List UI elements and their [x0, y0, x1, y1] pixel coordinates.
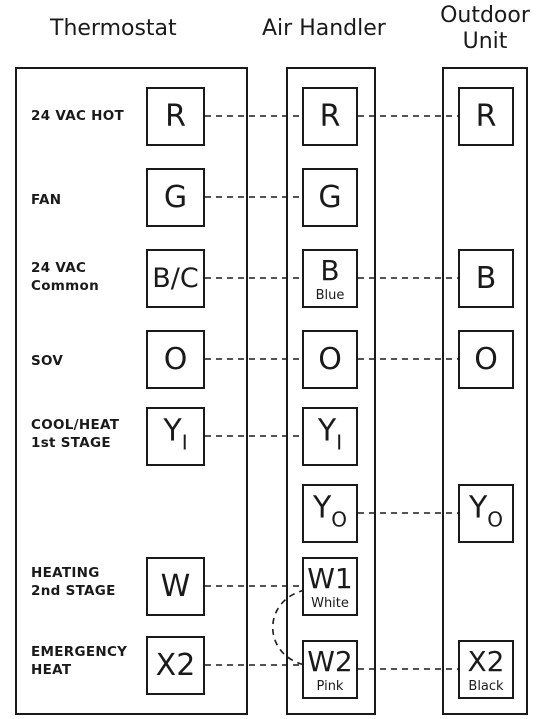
thermostat-terminal-o-label: O: [163, 341, 188, 377]
outdoor-terminal-b-label: B: [475, 260, 497, 296]
outdoor-terminal-yo-label: YO: [460, 491, 512, 536]
outdoor-terminal-x2-color: Black: [468, 679, 504, 694]
label-emergency-line2: HEAT: [31, 662, 72, 678]
outdoor-header-line2: Unit: [462, 29, 508, 54]
outdoor-header-line1: Outdoor: [440, 3, 530, 28]
thermostat-terminal-r-label: R: [165, 98, 186, 134]
air-handler-terminal-w2-color: Pink: [316, 679, 344, 694]
air-handler-terminal-yi: YI: [302, 407, 358, 466]
air-handler-terminal-r-label: R: [319, 98, 341, 134]
air-handler-terminal-o: O: [302, 330, 358, 389]
outdoor-terminal-o-label: O: [474, 341, 498, 377]
air-handler-terminal-w1-label: W1: [307, 562, 353, 595]
label-emergency-line1: EMERGENCY: [31, 644, 128, 660]
label-cool-heat-line2: 1st STAGE: [31, 435, 111, 451]
label-fan: FAN: [31, 192, 62, 208]
air-handler-panel: [286, 67, 376, 715]
outdoor-terminal-r-label: R: [475, 98, 497, 134]
label-emergency-heat: EMERGENCY HEAT: [31, 643, 127, 679]
thermostat-terminal-w: W: [146, 557, 205, 616]
label-heating-2nd-stage: HEATING 2nd STAGE: [31, 564, 116, 600]
air-handler-terminal-b-label: B: [320, 254, 340, 287]
thermostat-terminal-bc: B/C: [146, 249, 205, 308]
thermostat-yi-sub: I: [181, 430, 188, 454]
thermostat-terminal-o: O: [146, 330, 205, 389]
label-24vac-common-line1: 24 VAC: [31, 260, 87, 276]
outdoor-unit-header: Outdoor Unit: [432, 3, 538, 55]
label-heating-line2: 2nd STAGE: [31, 583, 116, 599]
thermostat-terminal-yi-label: YI: [148, 414, 203, 459]
thermostat-terminal-bc-label: B/C: [152, 262, 199, 294]
thermostat-terminal-g: G: [146, 168, 205, 227]
thermostat-panel: [15, 67, 248, 715]
air-handler-yo-sub: O: [331, 507, 348, 531]
outdoor-unit-panel: [442, 67, 528, 715]
outdoor-terminal-b: B: [458, 249, 514, 308]
thermostat-terminal-g-label: G: [163, 179, 188, 215]
air-handler-terminal-w2: W2 Pink: [302, 640, 358, 699]
outdoor-yo-sub: O: [487, 507, 504, 531]
air-handler-terminal-b: B Blue: [302, 249, 358, 308]
air-handler-yi-sub: I: [336, 430, 343, 454]
label-heating-line1: HEATING: [31, 565, 100, 581]
air-handler-terminal-yi-label: YI: [304, 414, 356, 459]
label-24vac-common: 24 VAC Common: [31, 259, 99, 295]
label-24vac-common-line2: Common: [31, 278, 100, 294]
air-handler-terminal-b-color: Blue: [315, 288, 345, 303]
thermostat-terminal-yi: YI: [146, 407, 205, 466]
outdoor-terminal-r: R: [458, 87, 514, 146]
air-handler-terminal-g: G: [302, 168, 358, 227]
outdoor-terminal-x2-label: X2: [467, 645, 505, 678]
thermostat-terminal-x2-label: X2: [155, 647, 196, 683]
air-handler-terminal-w2-label: W2: [307, 645, 353, 678]
air-handler-terminal-o-label: O: [318, 341, 342, 377]
air-handler-terminal-r: R: [302, 87, 358, 146]
outdoor-terminal-x2: X2 Black: [458, 640, 514, 699]
thermostat-terminal-w-label: W: [160, 568, 191, 604]
label-24vac-hot: 24 VAC HOT: [31, 108, 125, 124]
thermostat-terminal-r: R: [146, 87, 205, 146]
label-cool-heat-1st-stage: COOL/HEAT 1st STAGE: [31, 416, 119, 452]
air-handler-yo-main: Y: [312, 490, 332, 525]
air-handler-terminal-g-label: G: [318, 179, 342, 215]
outdoor-yo-main: Y: [468, 490, 488, 525]
air-handler-terminal-w1: W1 White: [302, 557, 358, 616]
thermostat-terminal-x2: X2: [146, 636, 205, 695]
air-handler-terminal-yo: YO: [302, 484, 358, 543]
thermostat-header: Thermostat: [50, 16, 177, 41]
label-cool-heat-line1: COOL/HEAT: [31, 417, 120, 433]
air-handler-terminal-yo-label: YO: [304, 491, 356, 536]
air-handler-terminal-w1-color: White: [311, 596, 349, 611]
thermostat-yi-main: Y: [163, 413, 182, 448]
outdoor-terminal-o: O: [458, 330, 514, 389]
label-sov: SOV: [31, 353, 64, 369]
outdoor-terminal-yo: YO: [458, 484, 514, 543]
air-handler-header: Air Handler: [262, 16, 386, 41]
air-handler-yi-main: Y: [317, 413, 337, 448]
jumper-w1-w2: [271, 589, 306, 666]
